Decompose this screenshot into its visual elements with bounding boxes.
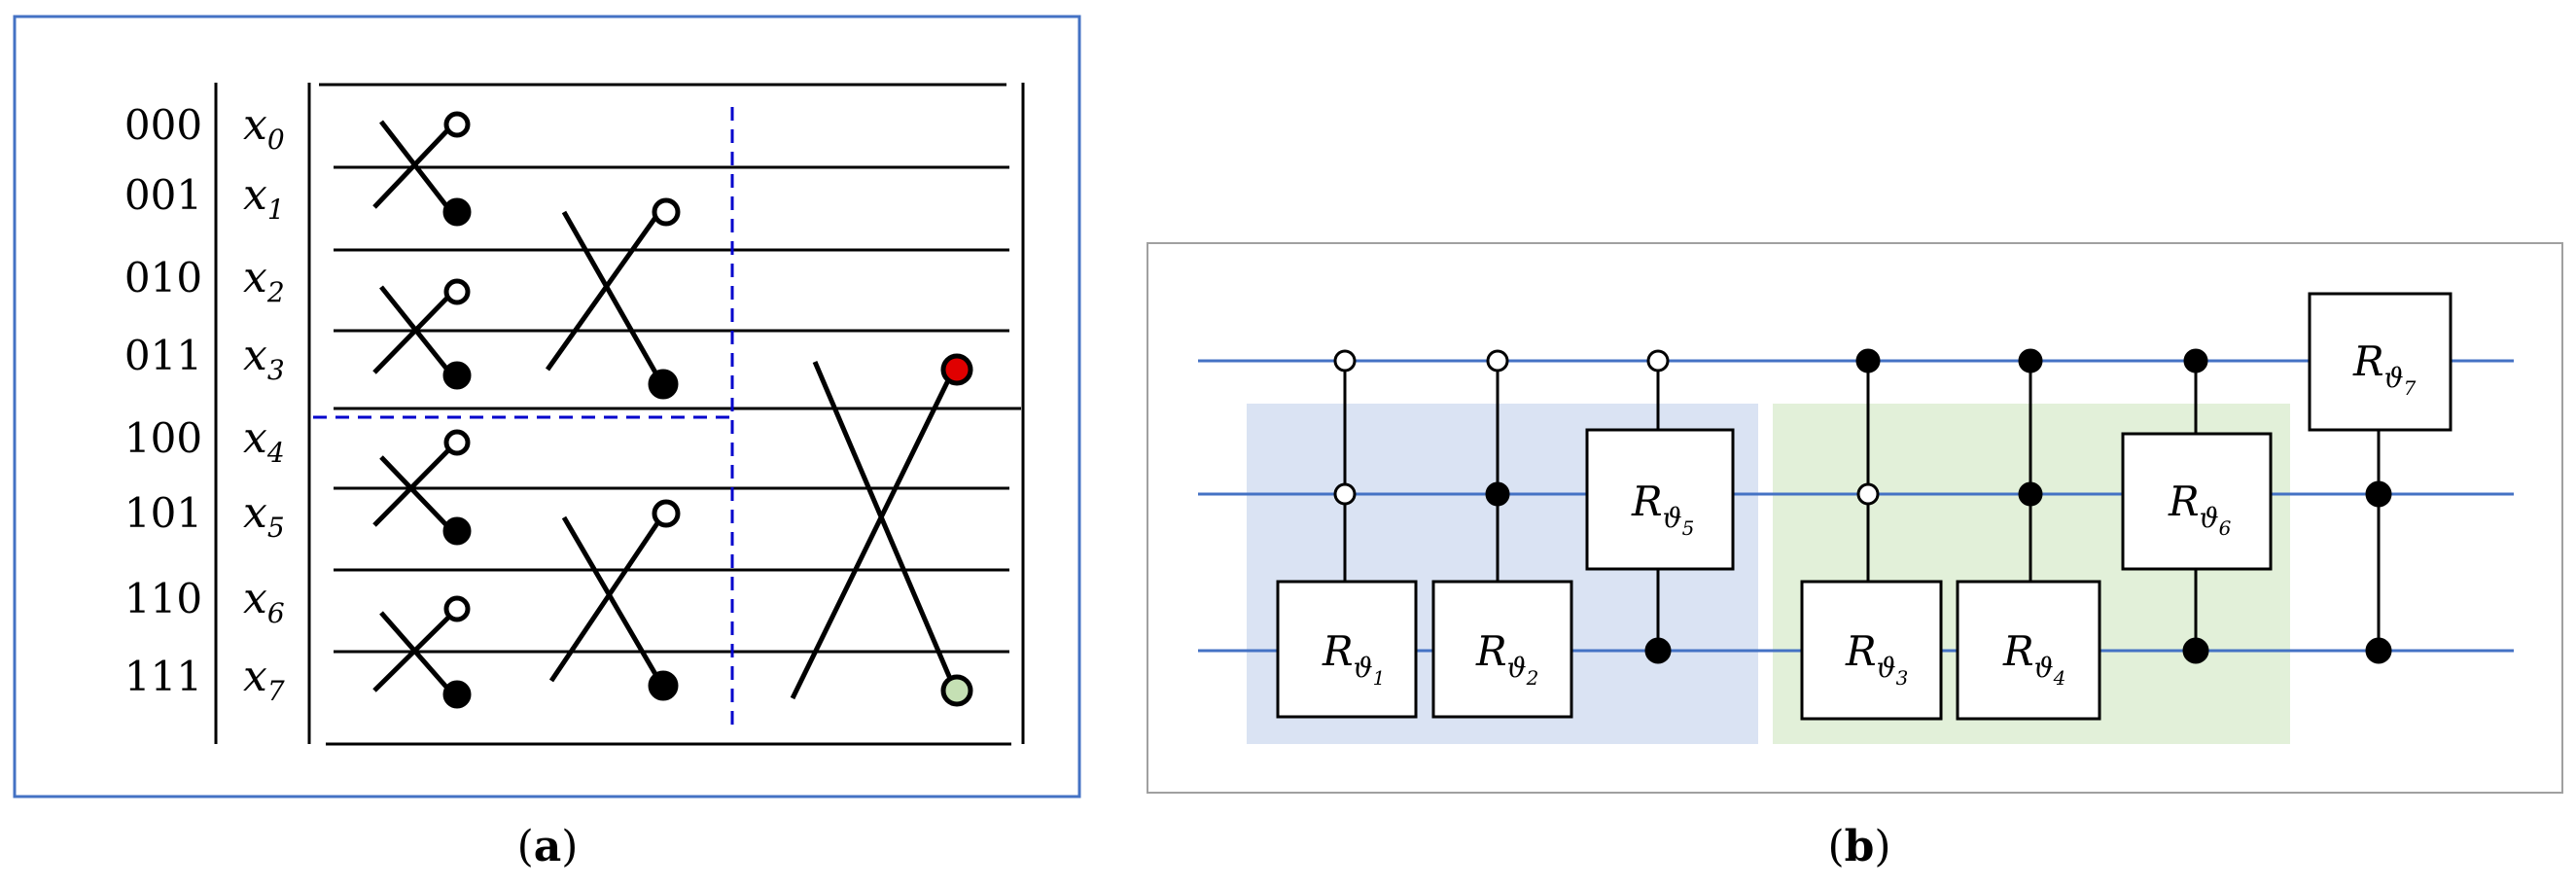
filled-control bbox=[2183, 348, 2208, 373]
row-bits-0: 000 bbox=[124, 101, 202, 149]
filled-dot bbox=[442, 361, 472, 390]
control-lines bbox=[1343, 361, 2381, 651]
row-bits-1: 001 bbox=[124, 171, 202, 219]
gate-r3 bbox=[1800, 580, 1943, 721]
gate-label-r7: Rϑ7 bbox=[2352, 337, 2417, 400]
gate-label-r4: Rϑ4 bbox=[2002, 627, 2065, 690]
caption-a: (a) bbox=[517, 822, 579, 871]
row-bits-7: 111 bbox=[124, 653, 202, 700]
panel-a: 000 001 010 011 100 101 110 111 x0 x1 x2… bbox=[13, 15, 1081, 871]
panel-b: Rϑ1 Rϑ2 Rϑ5 Rϑ3 Rϑ4 Rϑ6 Rϑ7 (b) bbox=[1147, 242, 2563, 871]
open-dot bbox=[652, 197, 681, 227]
caption-b: (b) bbox=[1827, 822, 1890, 871]
row-var-4: x4 bbox=[243, 413, 285, 469]
gate-r4 bbox=[1956, 580, 2101, 721]
gate-r5 bbox=[1585, 428, 1735, 571]
open-control bbox=[1486, 349, 1509, 373]
gate-r6 bbox=[2121, 432, 2273, 571]
panel-a-frame bbox=[13, 15, 1081, 798]
row-var-0: x0 bbox=[243, 100, 285, 156]
filled-control bbox=[1855, 348, 1881, 373]
row-bits-5: 101 bbox=[124, 489, 202, 537]
open-dot bbox=[443, 278, 471, 305]
row-var-6: x6 bbox=[243, 574, 285, 629]
gate-label-r3: Rϑ3 bbox=[1845, 627, 1908, 690]
filled-dot bbox=[442, 680, 472, 709]
stage-1-swaps bbox=[372, 120, 453, 694]
gate-r7 bbox=[2308, 292, 2452, 432]
filled-dot bbox=[442, 516, 472, 546]
filled-control bbox=[2018, 481, 2043, 507]
row-labels: 000 001 010 011 100 101 110 111 x0 x1 x2… bbox=[124, 100, 285, 707]
swap-x4-x5 bbox=[372, 445, 453, 532]
row-var-5: x5 bbox=[243, 488, 285, 544]
row-bits-6: 110 bbox=[124, 575, 202, 622]
row-var-7: x7 bbox=[243, 652, 285, 707]
swap-x1-x3 bbox=[545, 210, 662, 381]
filled-control bbox=[1485, 481, 1510, 507]
row-bits-2: 010 bbox=[124, 254, 202, 302]
stage-3-swap bbox=[790, 361, 954, 700]
filled-control bbox=[2365, 480, 2392, 508]
swap-x0-x1 bbox=[372, 120, 453, 214]
swap-x5-x7 bbox=[548, 515, 662, 683]
open-dot bbox=[443, 429, 471, 456]
gate-labels: Rϑ1 Rϑ2 Rϑ5 Rϑ3 Rϑ4 Rϑ6 Rϑ7 bbox=[1322, 337, 2417, 690]
filled-control bbox=[1644, 637, 1672, 664]
filled-control bbox=[2018, 348, 2043, 373]
swap-x2-x3 bbox=[372, 285, 453, 376]
gate-label-r1: Rϑ1 bbox=[1322, 627, 1385, 690]
gate-label-r2: Rϑ2 bbox=[1475, 627, 1538, 690]
open-control bbox=[1646, 349, 1670, 373]
row-var-2: x2 bbox=[243, 253, 285, 308]
open-control bbox=[1333, 349, 1357, 373]
gate-label-r5: Rϑ5 bbox=[1631, 478, 1694, 540]
row-bits-4: 100 bbox=[124, 414, 202, 462]
stage-markers bbox=[442, 111, 973, 709]
stage-2-swaps bbox=[545, 210, 662, 683]
row-bits-3: 011 bbox=[124, 332, 202, 379]
open-dot bbox=[443, 595, 471, 622]
filled-control bbox=[2365, 637, 2392, 664]
open-dot bbox=[652, 499, 681, 528]
gate-label-r6: Rϑ6 bbox=[2168, 478, 2232, 540]
open-control bbox=[1856, 482, 1880, 506]
filled-control bbox=[2182, 637, 2209, 664]
swap-x6-x7 bbox=[372, 611, 453, 694]
filled-dot bbox=[442, 197, 472, 227]
row-var-1: x1 bbox=[243, 170, 285, 226]
gates bbox=[1276, 292, 2452, 721]
red-marker bbox=[940, 353, 973, 386]
control-dots bbox=[1333, 348, 2392, 664]
row-var-3: x3 bbox=[243, 331, 285, 386]
open-dot bbox=[443, 111, 471, 138]
light-green-marker bbox=[940, 674, 973, 707]
gate-r2 bbox=[1431, 580, 1573, 719]
filled-dot bbox=[648, 670, 679, 701]
filled-dot bbox=[648, 369, 679, 400]
open-control bbox=[1333, 482, 1357, 506]
gate-r1 bbox=[1276, 580, 1418, 719]
